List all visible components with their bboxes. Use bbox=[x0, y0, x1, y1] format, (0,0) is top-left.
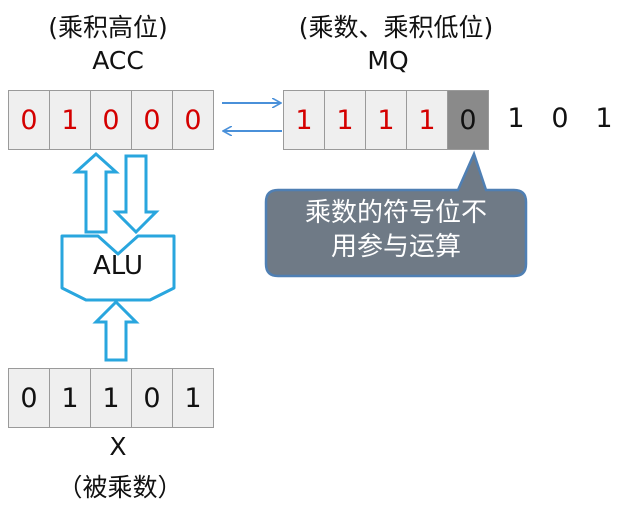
acc-to-alu-arrow bbox=[112, 154, 160, 235]
x-name: X bbox=[109, 432, 127, 461]
callout-bubble bbox=[264, 150, 528, 278]
mq-bit: 1 bbox=[283, 90, 325, 150]
alu-shape bbox=[60, 234, 176, 302]
x-bit: 0 bbox=[131, 368, 173, 428]
mq-shifted-out-bits: 1 0 1 bbox=[494, 103, 620, 134]
callout-text: 乘数的符号位不 用参与运算 bbox=[268, 196, 524, 264]
acc-name: ACC bbox=[92, 46, 144, 75]
x-bit: 1 bbox=[49, 368, 91, 428]
mq-caption: (乘数、乘积低位) bbox=[298, 13, 494, 42]
mq-bit: 1 bbox=[324, 90, 366, 150]
acc-bit: 0 bbox=[90, 90, 132, 150]
x-bit: 1 bbox=[90, 368, 132, 428]
alu-label: ALU bbox=[92, 251, 143, 281]
mq-bit: 1 bbox=[406, 90, 448, 150]
mq-name: MQ bbox=[367, 46, 409, 75]
mq-sign-bit: 0 bbox=[447, 90, 489, 150]
x-to-alu-arrow bbox=[92, 299, 140, 362]
acc-caption: (乘积高位) bbox=[48, 13, 168, 42]
shifted-bit: 1 bbox=[507, 103, 525, 134]
alu-to-acc-arrow bbox=[72, 151, 120, 234]
shifted-bit: 1 bbox=[595, 103, 613, 134]
mq-register: 1 1 1 1 0 bbox=[283, 90, 489, 152]
acc-register: 0 1 0 0 0 bbox=[8, 90, 214, 152]
mq-bit: 1 bbox=[365, 90, 407, 150]
x-bit: 1 bbox=[172, 368, 214, 428]
callout-line-1: 乘数的符号位不 bbox=[304, 198, 487, 228]
x-register: 0 1 1 0 1 bbox=[8, 368, 214, 430]
callout-line-2: 用参与运算 bbox=[330, 232, 461, 262]
x-caption: （被乘数） bbox=[57, 473, 183, 502]
acc-bit: 0 bbox=[172, 90, 214, 150]
shifted-bit: 0 bbox=[551, 103, 569, 134]
x-bit: 0 bbox=[8, 368, 50, 428]
acc-bit: 0 bbox=[8, 90, 50, 150]
